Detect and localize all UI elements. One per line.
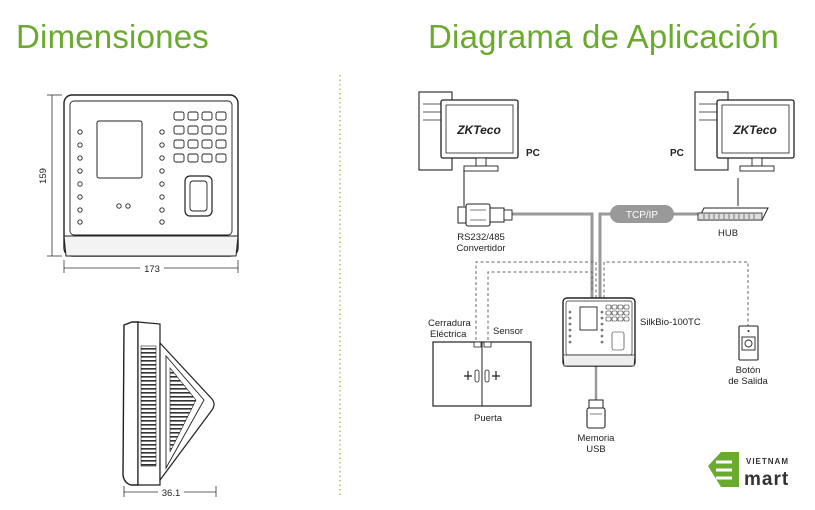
usb-label-line1: Memoria [578,433,616,444]
converter-label-line1: RS232/485 [457,232,505,243]
pc-left [418,91,519,172]
depth-label: 36.1 [162,488,181,499]
lock-label-line2: Eléctrica [430,329,467,340]
door-drawing [432,341,532,407]
height-label: 159 [38,168,49,184]
watermark-top: VIETNAM [746,457,789,466]
watermark-bottom: mart [744,469,789,490]
width-label: 173 [144,264,160,275]
pc-left-logo: ZKTeco [456,123,501,137]
terminal-device [562,297,636,367]
network-hub [697,207,769,221]
usb-drive [586,399,606,429]
exit-button-label-line2: de Salida [728,376,768,387]
exit-button-label-line1: Botón [736,365,761,376]
height-dimension [47,94,62,257]
pc-right [694,91,795,172]
rs232-converter [457,203,513,227]
terminal-label: SilkBio-100TC [640,317,701,328]
converter-label-line2: Convertidor [456,243,505,254]
side-view-drawing [122,321,215,486]
sensor-label: Sensor [493,326,523,337]
pc-left-label: PC [526,148,540,159]
tcpip-label: TCP/IP [626,210,659,221]
exit-button-device [738,325,759,361]
vietnam-smart-logo [708,452,739,487]
application-diagram-title: Diagrama de Aplicación [428,18,780,55]
pc-right-logo: ZKTeco [732,123,777,137]
pc-right-label: PC [670,148,684,159]
tcpip-pill [610,205,674,223]
hub-label: HUB [718,228,738,239]
front-view-drawing [63,94,239,257]
usb-label-line2: USB [586,444,606,455]
dimensions-title: Dimensiones [16,18,209,55]
lock-label-line1: Cerradura [428,318,471,329]
door-label: Puerta [474,413,503,424]
connection-lines [463,170,749,400]
